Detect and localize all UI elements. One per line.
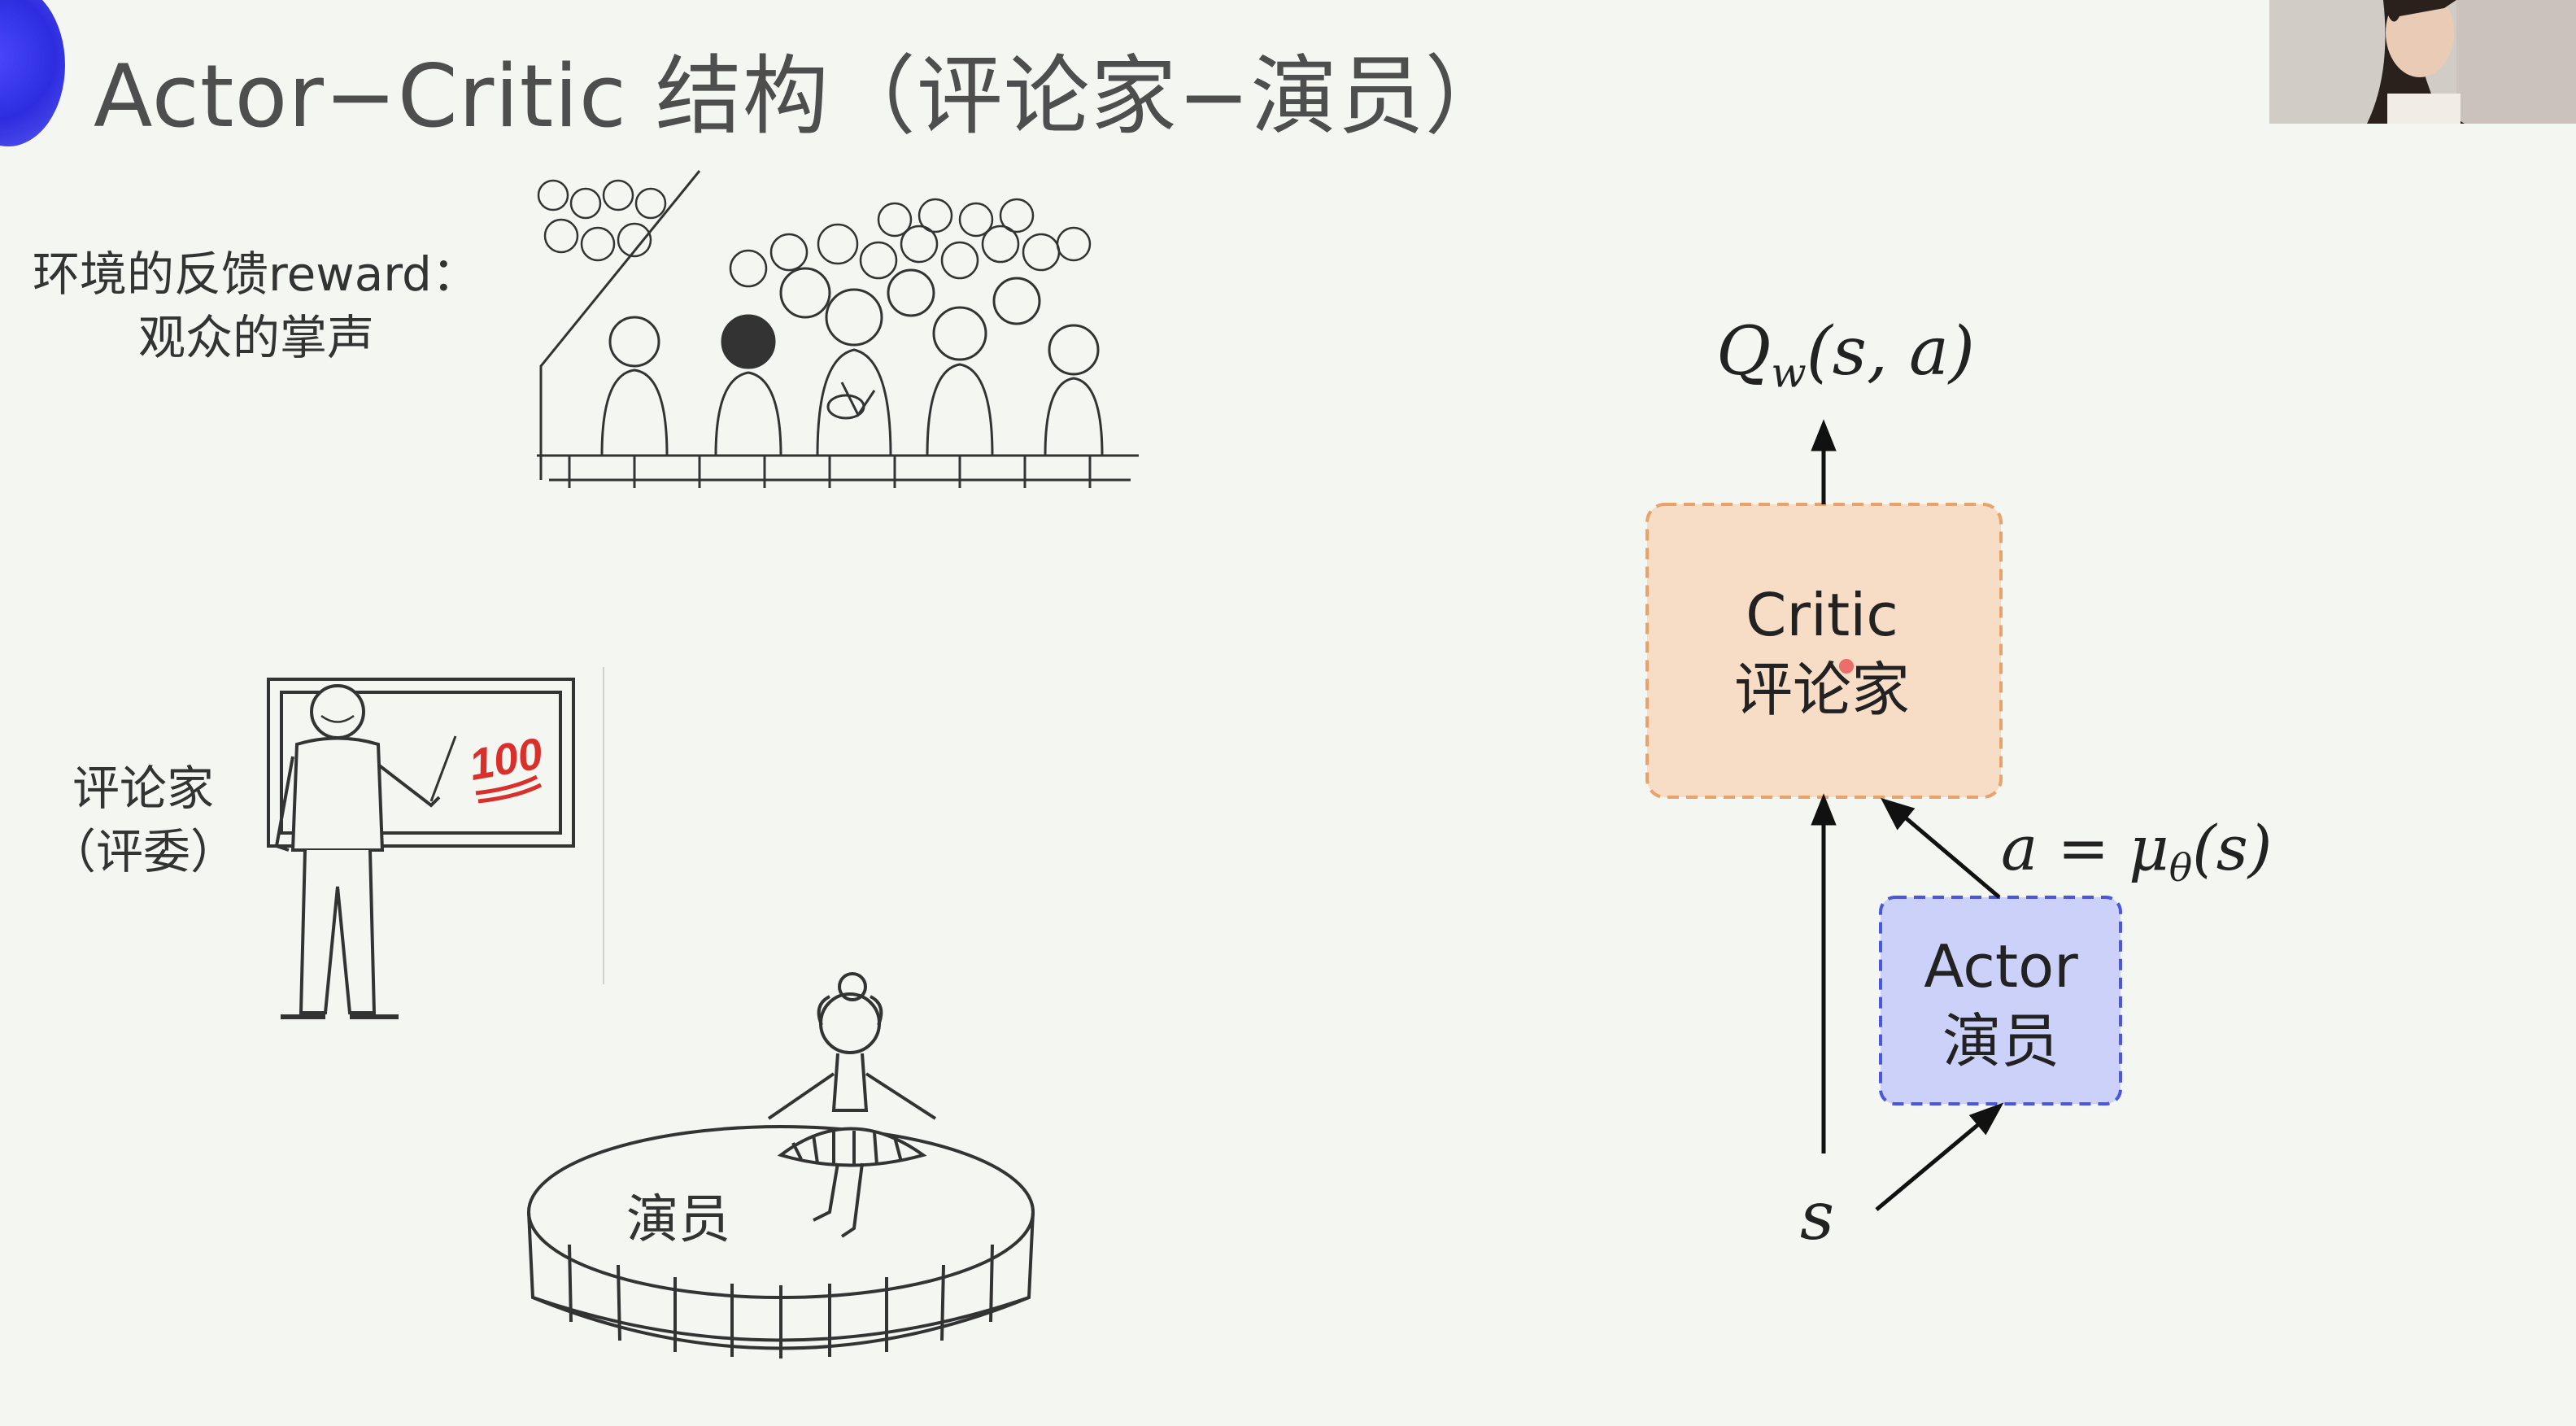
critic-box-line1: Critic (1746, 581, 1898, 649)
actor-stage-sketch (527, 972, 1035, 1358)
reward-label-line1: 环境的反馈reward： (33, 246, 479, 302)
state-to-actor-arrow (1875, 1121, 1982, 1211)
actor-stage-label: 演员 (626, 1190, 730, 1250)
webcam-preview (2269, 0, 2576, 124)
action-to-critic-arrow (1902, 814, 2001, 899)
q-subscript: w (1771, 348, 1807, 397)
cursor-pointer-dot (1839, 659, 1854, 674)
audience-sketch (537, 170, 1139, 488)
presenter-video (2269, 0, 2576, 124)
reward-label-line2: 观众的掌声 (138, 310, 375, 365)
action-formula-label: a = μθ(s) (2001, 812, 2272, 891)
critic-judge-line2: （评委） (49, 824, 238, 879)
critic-judge-label: 评论家 （评委） (49, 757, 238, 883)
actor-box-line2: 演员 (1942, 1007, 2059, 1075)
critic-judge-line1: 评论家 (72, 761, 215, 816)
actor-box-line1: Actor (1924, 932, 2078, 1001)
board-score-underline (475, 774, 543, 804)
actor-critic-diagram (1645, 419, 2122, 1211)
q-value-label: Qw(s, a) (1716, 313, 1975, 396)
action-subscript: θ (2168, 846, 2193, 892)
state-label: s (1800, 1178, 1835, 1255)
critic-box-label: Critic 评论家 (1651, 578, 1993, 727)
actor-box (1879, 896, 2122, 1105)
action-args: (s) (2192, 812, 2273, 884)
board-score-text: 100 (465, 729, 546, 790)
actor-box-label: Actor 演员 (1879, 929, 2123, 1079)
q-symbol: Q (1716, 313, 1772, 390)
reward-label: 环境的反馈reward： 观众的掌声 (33, 242, 479, 369)
slide-title: Actor−Critic 结构（评论家−演员） (94, 46, 1512, 146)
critic-teacher-sketch (267, 678, 575, 1019)
action-lhs: a = μ (2001, 812, 2169, 884)
critic-box-line2: 评论家 (1733, 656, 1910, 724)
q-args: (s, a) (1806, 313, 1975, 390)
